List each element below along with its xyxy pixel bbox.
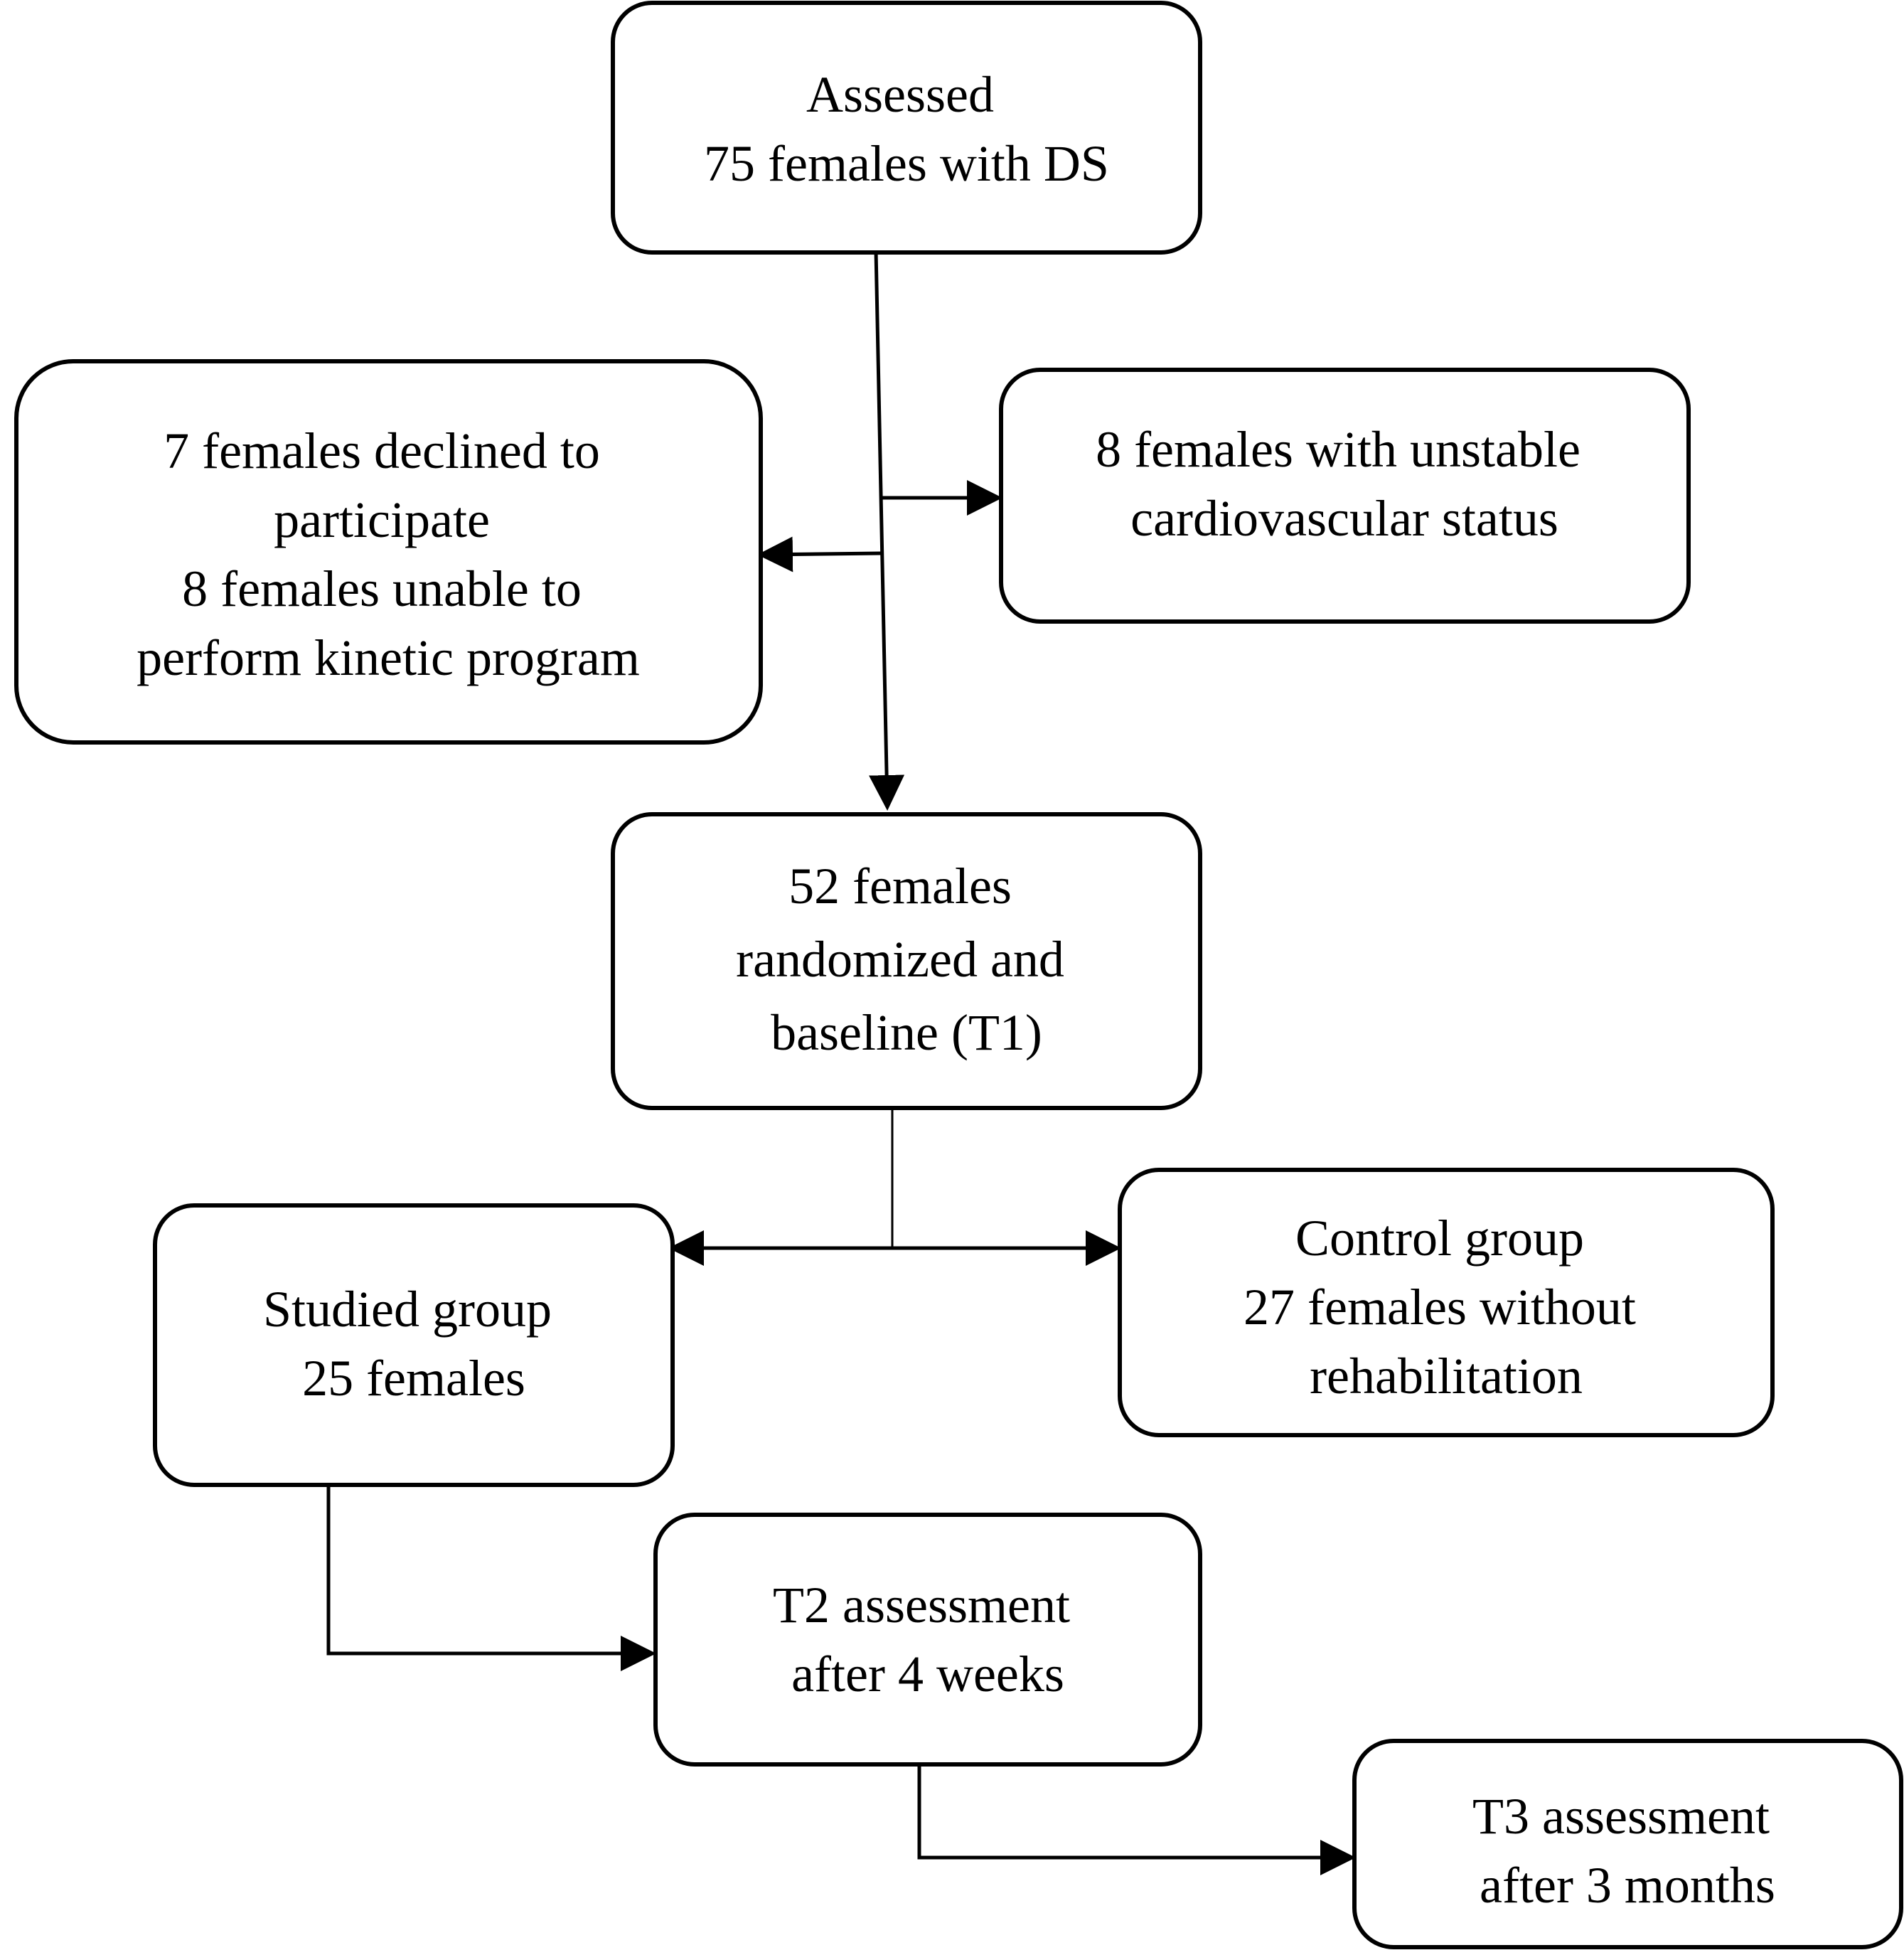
node-t3-text: T3 assessment after 3 months (1472, 1788, 1782, 1914)
edge-assessed-to-excluded-left (757, 536, 882, 572)
node-randomized: 52 females randomized and baseline (T1) (611, 812, 1202, 1110)
node-excluded-left: 7 females declined to participate 8 fema… (14, 359, 763, 745)
edge-assessed-to-randomized (869, 250, 905, 811)
node-excluded-left-text: 7 females declined to participate 8 fema… (137, 422, 640, 686)
node-control: Control group 27 females without rehabil… (1118, 1168, 1775, 1437)
node-t2-text: T2 assessment after 4 weeks (773, 1577, 1083, 1703)
node-t2: T2 assessment after 4 weeks (653, 1513, 1202, 1767)
node-excluded-right: 8 females with unstable cardiovascular s… (999, 368, 1691, 624)
edge-studied-to-t2 (326, 1485, 656, 1671)
node-assessed-text: Assessed 75 females with DS (704, 66, 1109, 192)
node-randomized-text: 52 females randomized and baseline (T1) (736, 858, 1077, 1061)
node-excluded-right-text: 8 females with unstable cardiovascular s… (1096, 421, 1593, 547)
node-studied: Studied group 25 females (153, 1203, 675, 1487)
node-studied-text: Studied group 25 females (263, 1281, 565, 1407)
node-t3: T3 assessment after 3 months (1352, 1739, 1903, 1949)
edge-t2-to-t3 (917, 1762, 1356, 1875)
node-assessed: Assessed 75 females with DS (611, 1, 1202, 255)
node-control-text: Control group 27 females without rehabil… (1244, 1210, 1649, 1405)
